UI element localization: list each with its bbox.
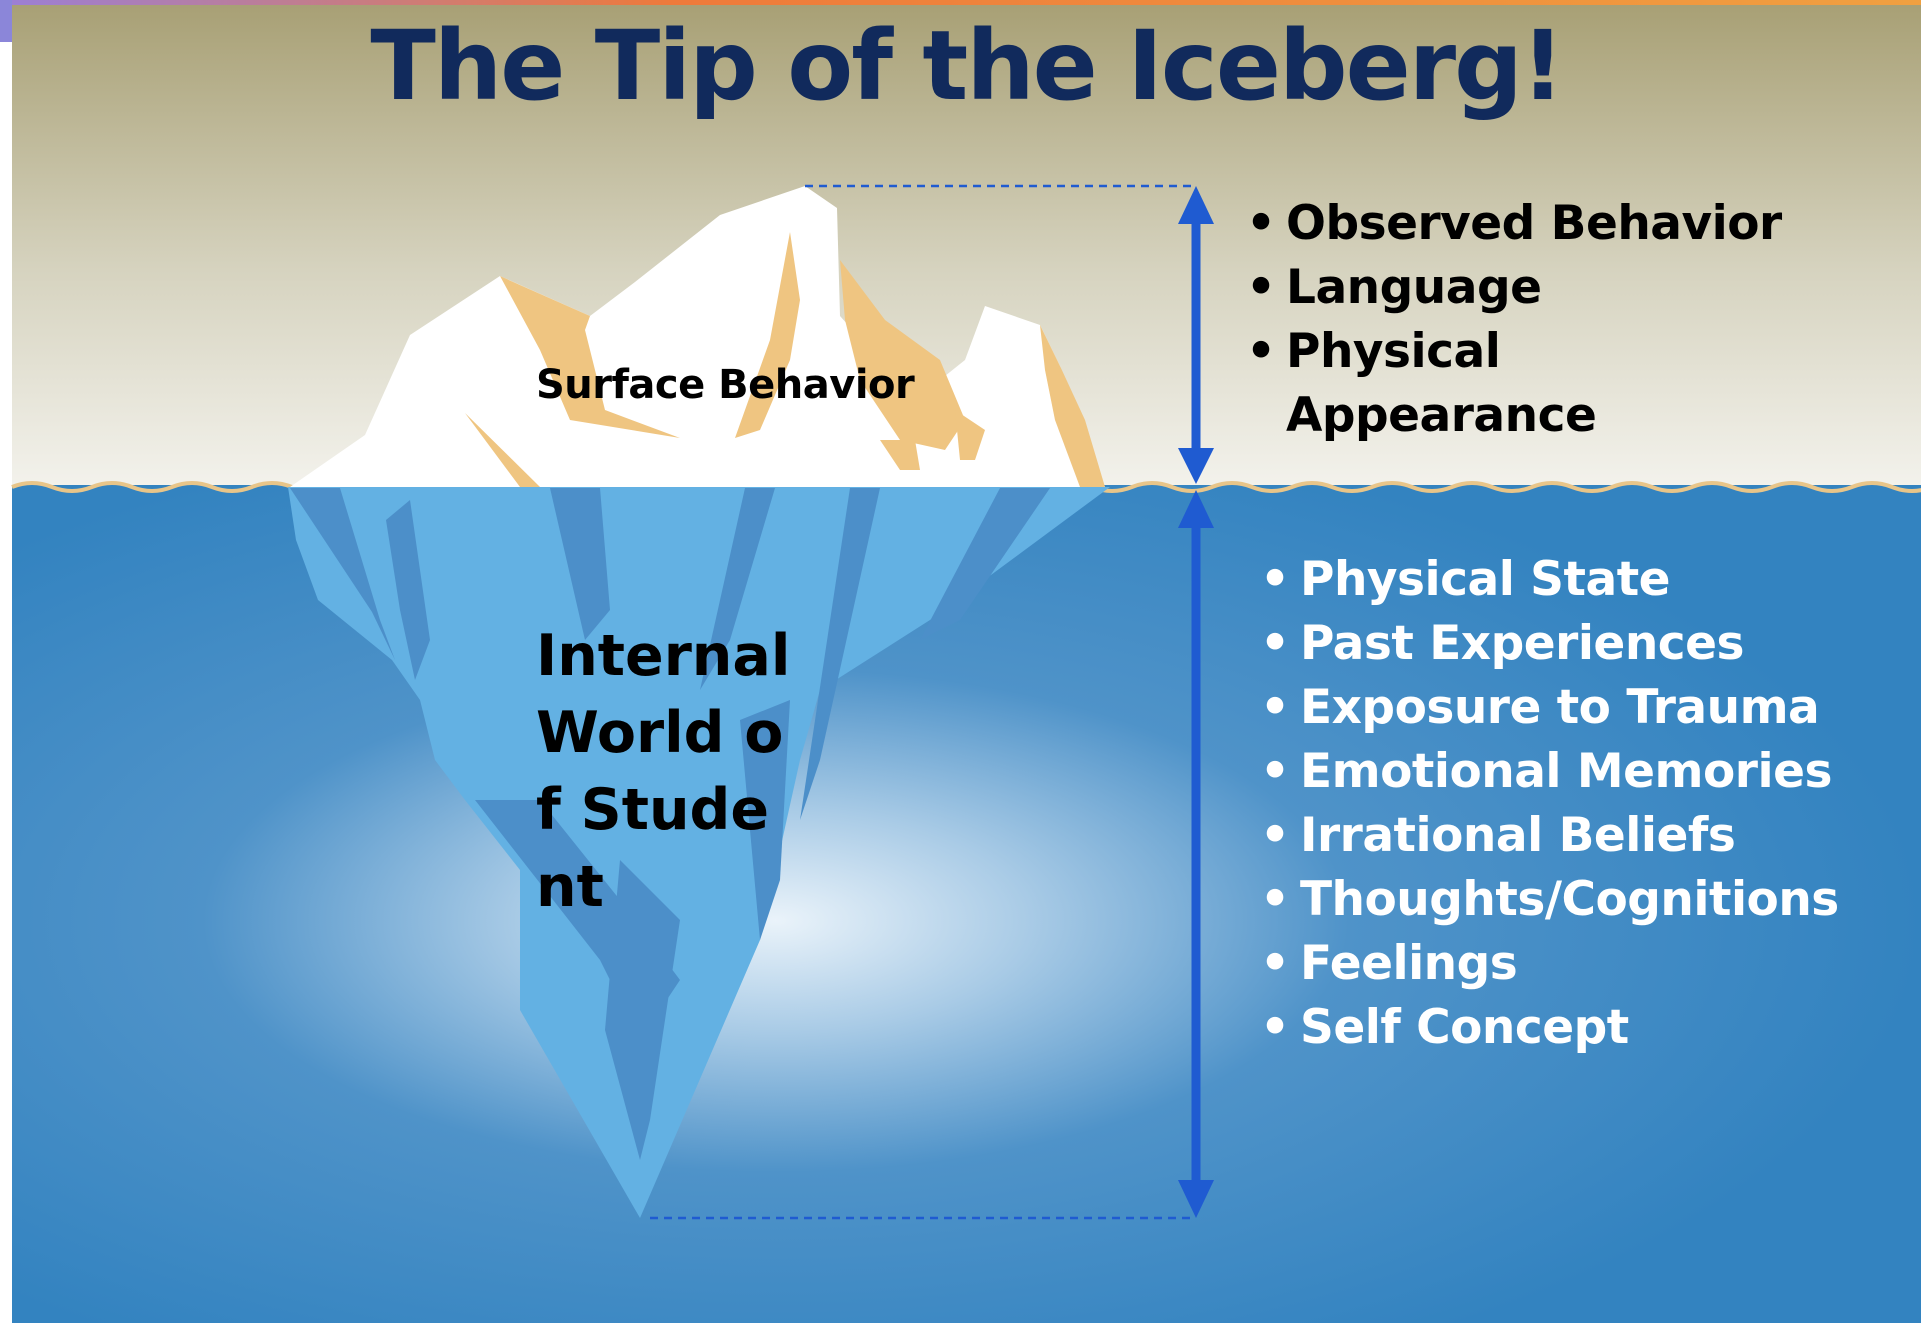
list-item: Physical State	[1256, 548, 1916, 612]
list-item: Language	[1242, 256, 1902, 320]
list-item: Exposure to Trauma	[1256, 676, 1916, 740]
above-surface-list: Observed Behavior Language Physical Appe…	[1242, 192, 1902, 448]
internal-world-label: Internal World of Student	[536, 623, 791, 920]
list-item: Past Experiences	[1256, 612, 1916, 676]
iceberg-tip-shading	[465, 232, 1105, 487]
above-surface-arrow	[1178, 186, 1214, 484]
below-surface-list: Physical State Past Experiences Exposure…	[1256, 548, 1916, 1060]
list-item: Thoughts/Cognitions	[1256, 868, 1916, 932]
list-item: Emotional Memories	[1256, 740, 1916, 804]
top-accent-bar	[0, 0, 1921, 6]
below-surface-arrow	[1178, 490, 1214, 1218]
page-title: The Tip of the Iceberg!	[370, 10, 1564, 122]
underwater-iceberg	[288, 487, 1110, 1218]
list-item: Feelings	[1256, 932, 1916, 996]
list-item: Irrational Beliefs	[1256, 804, 1916, 868]
left-accent-strip	[0, 0, 12, 42]
surface-behavior-label: Surface Behavior	[536, 362, 915, 408]
list-item: Observed Behavior	[1242, 192, 1902, 256]
list-item: Self Concept	[1256, 996, 1916, 1060]
underwater-iceberg-shading	[290, 488, 1050, 1160]
list-item: Physical Appearance	[1242, 320, 1597, 448]
